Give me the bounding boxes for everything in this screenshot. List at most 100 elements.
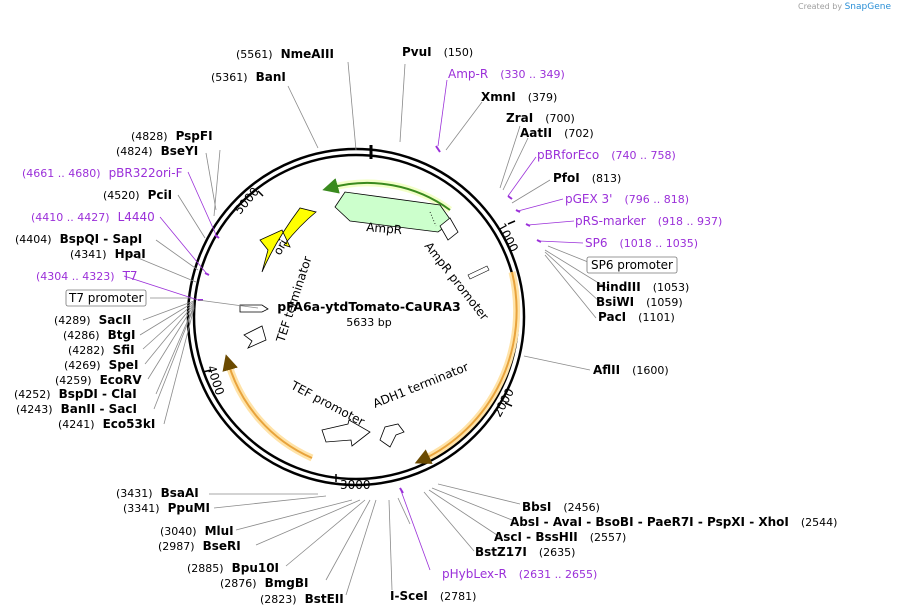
enzyme-xmni-pos: (379) xyxy=(528,91,558,104)
enzyme-pfoi-pos: (813) xyxy=(592,172,622,185)
svg-text:(2823)BstEII: (2823)BstEII xyxy=(260,592,344,606)
enzyme-aflii-pos: (1600) xyxy=(632,364,669,377)
enzyme-xhoi-group-pos: (2544) xyxy=(801,516,838,529)
svg-text:(4410 .. 4427)L4440: (4410 .. 4427)L4440 xyxy=(31,210,155,224)
svg-text:(3040)MluI: (3040)MluI xyxy=(160,524,234,538)
enzyme-pfoi: PfoI xyxy=(553,171,580,185)
enzyme-i-scei-pos: (2781) xyxy=(440,590,477,603)
svg-text:(4282)SfiI: (4282)SfiI xyxy=(68,343,135,357)
svg-text:(4252)BspDI - ClaI: (4252) BspDI - ClaI xyxy=(14,387,137,401)
enzyme-bstz17i-pos: (2635) xyxy=(539,546,576,559)
enzyme-zrai-pos: (700) xyxy=(545,112,575,125)
enzyme-bmgbi: BmgBI xyxy=(265,576,309,590)
feature-ori-label: ori xyxy=(270,237,290,258)
svg-text:(3431)BsaAI: (3431) BsaAI xyxy=(116,486,199,500)
svg-text:(4286)BtgI: (4286) BtgI xyxy=(63,328,136,342)
enzyme-hpai: HpaI xyxy=(115,247,146,261)
enzyme-bsaai: BsaAI xyxy=(161,486,199,500)
enzyme-nmeaiii: NmeAIII xyxy=(281,47,334,61)
leader-lines xyxy=(125,61,611,596)
tick-3000: 3000 xyxy=(340,478,371,492)
svg-text:(4259)EcoRV: (4259)EcoRV xyxy=(55,373,142,387)
enzyme-bspdi-clai-pos: (4252) xyxy=(14,388,51,401)
svg-text:BbsI(2456): BbsI(2456) xyxy=(522,500,600,514)
enzyme-bspqi-sapi: BspQI - SapI xyxy=(60,232,143,246)
svg-text:PvuI(150): PvuI (150) xyxy=(402,45,473,59)
enzyme-bspdi-clai: BspDI - ClaI xyxy=(59,387,137,401)
svg-text:(4828)PspFI: (4828)PspFI xyxy=(131,129,213,143)
primer-phyblex-r: pHybLex-R xyxy=(442,567,507,581)
orf-amp xyxy=(322,178,451,211)
enzyme-bmgbi-pos: (2876) xyxy=(220,577,257,590)
sp6-promoter-box xyxy=(586,256,678,274)
feature-ori xyxy=(259,207,317,273)
primer-leader-lines xyxy=(123,79,584,571)
enzyme-pspfi-pos: (4828) xyxy=(131,130,168,143)
primer-pbrforeco-range: (740 .. 758) xyxy=(611,149,676,162)
enzyme-pcii-pos: (4520) xyxy=(103,189,140,202)
primer-amp-r: Amp-R xyxy=(448,67,488,81)
t7-promoter-box xyxy=(65,289,147,307)
plasmid-name: pFA6a-ytdTomato-CaURA3 xyxy=(277,299,461,314)
svg-text:(4661 .. 4680)pBR322ori-F: (4661 .. 4680) pBR322ori-F xyxy=(22,166,183,180)
enzyme-bbsi-pos: (2456) xyxy=(563,501,600,514)
enzyme-bseri: BseRI xyxy=(203,539,241,553)
primer-pgex3-range: (796 .. 818) xyxy=(624,193,689,206)
primer-l4440: L4440 xyxy=(118,210,155,224)
svg-text:Amp-R(330 .. 349): Amp-R(330 .. 349) xyxy=(448,67,565,81)
enzyme-bseyi-pos: (4824) xyxy=(116,145,153,158)
svg-text:(4241)Eco53kI: (4241) Eco53kI xyxy=(58,417,155,431)
feature-tef-promoter-shape xyxy=(321,419,371,447)
enzyme-pcii: PciI xyxy=(148,188,173,202)
enzyme-bsiwi: BsiWI xyxy=(596,295,634,309)
enzyme-paci-pos: (1101) xyxy=(638,311,675,324)
enzyme-pvui: PvuI xyxy=(402,45,432,59)
svg-text:(4304 .. 4323)T7: (4304 .. 4323)T7 xyxy=(36,269,138,283)
enzyme-eco53ki-pos: (4241) xyxy=(58,418,95,431)
primer-pgex3: pGEX 3' xyxy=(565,192,612,206)
enzyme-sfii-pos: (4282) xyxy=(68,344,105,357)
orf-ura3 xyxy=(222,354,313,459)
primer-pbr322ori-f-range: (4661 .. 4680) xyxy=(22,167,101,180)
svg-text:(5561)NmeAIII: (5561)NmeAIII xyxy=(236,47,334,61)
enzyme-pvui-pos: (150) xyxy=(444,46,474,59)
enzyme-bani-pos: (5361) xyxy=(211,71,248,84)
primer-phyblex-r-range: (2631 .. 2655) xyxy=(519,568,598,581)
enzyme-zrai: ZraI xyxy=(506,111,533,125)
svg-text:(4243)BanII - SacI: (4243)BanII - SacI xyxy=(16,402,137,416)
svg-text:(4404)BspQI - SapI: (4404) BspQI - SapI xyxy=(15,232,142,246)
primer-pbr322ori-f: pBR322ori-F xyxy=(109,166,183,180)
snapgene-logo: SnapGene xyxy=(844,2,891,12)
enzyme-asci-group-pos: (2557) xyxy=(590,531,627,544)
svg-text:ZraI(700): ZraI (700) xyxy=(506,111,575,125)
svg-text:XmnI(379): XmnI(379) xyxy=(481,90,557,104)
credit: Created by SnapGene xyxy=(798,2,891,12)
enzyme-bstz17i: BstZ17I xyxy=(475,545,527,559)
enzyme-xhoi-group: AbsI - AvaI - BsoBI - PaeR7I - PspXI - X… xyxy=(510,515,789,529)
enzyme-bsaai-pos: (3431) xyxy=(116,487,153,500)
enzyme-bseri-pos: (2987) xyxy=(158,540,195,553)
t7-promoter-label: T7 promoter xyxy=(68,291,144,305)
svg-text:(4341)HpaI: (4341)HpaI xyxy=(70,247,146,261)
feature-tef-terminator-shape xyxy=(243,325,267,349)
orf-ura3-highlight xyxy=(224,361,314,462)
enzyme-mlui-pos: (3040) xyxy=(160,525,197,538)
enzyme-btgi-pos: (4286) xyxy=(63,329,100,342)
enzyme-bspqi-sapi-pos: (4404) xyxy=(15,233,52,246)
svg-text:SP6(1018 .. 1035): SP6(1018 .. 1035) xyxy=(585,236,698,250)
primer-sp6: SP6 xyxy=(585,236,608,250)
primer-prs-marker-range: (918 .. 937) xyxy=(658,215,723,228)
enzyme-bpu10i: Bpu10I xyxy=(232,561,279,575)
enzyme-asci-group: AscI - BssHII xyxy=(494,530,578,544)
sp6-promoter-label: SP6 promoter xyxy=(591,258,673,272)
primer-t7-range: (4304 .. 4323) xyxy=(36,270,115,283)
enzyme-btgi: BtgI xyxy=(108,328,136,342)
svg-text:HindIII(1053): HindIII(1053) xyxy=(596,280,689,294)
svg-text:AbsI - AvaI - BsoBI - PaeR7I -: AbsI - AvaI - BsoBI - PaeR7I - PspXI - X… xyxy=(510,515,837,529)
enzyme-bsteii-pos: (2823) xyxy=(260,593,297,606)
enzyme-i-scei: I-SceI xyxy=(390,589,428,603)
enzyme-hindiii: HindIII xyxy=(596,280,641,294)
svg-text:(3341)PpuMI: (3341)PpuMI xyxy=(123,501,210,515)
primer-prs-marker: pRS-marker xyxy=(575,214,646,228)
enzyme-eco53ki: Eco53kI xyxy=(103,417,156,431)
